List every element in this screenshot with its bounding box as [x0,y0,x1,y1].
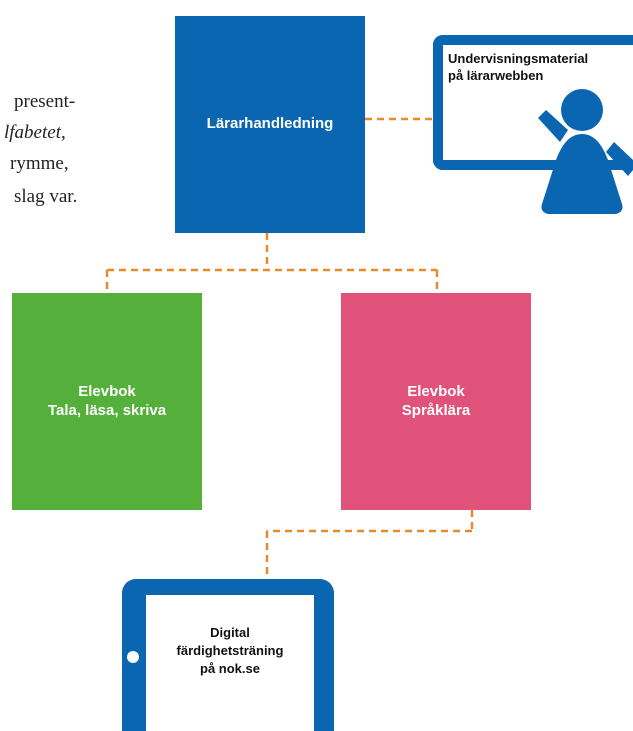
web-material-line-1: Undervisningsmaterial [448,51,589,66]
teacher-guide-box: Lärarhandledning [175,16,365,233]
teacher-body [541,134,623,214]
background-text-line-1: present- [14,91,76,112]
web-material-label: Undervisningsmaterial på lärarwebben [448,51,588,85]
tablet-home-button [127,651,139,663]
student-book-1-subtitle: Tala, läsa, skriva [47,401,167,419]
teacher-arm [538,110,568,142]
teacher-head [561,89,603,131]
student-book-2-subtitle: Språklära [401,401,471,419]
teacher-right-arm [606,142,633,176]
background-text-line-4: slag var. [14,186,78,207]
web-material-line-2: på lärarwebben [448,67,544,83]
student-book-1-title: Elevbok [78,382,136,400]
digital-training-line-1: Digital [210,625,250,640]
tablet-screen [146,595,314,731]
digital-training-line-2: färdighetsträning [176,643,284,659]
digital-training-line-3: på nok.se [200,661,260,677]
tablet-icon [122,579,334,731]
teacher-guide-label: Lärarhandledning [206,115,334,133]
student-book-speak-read-write: Elevbok Tala, läsa, skriva [12,293,202,510]
background-text-line-2: lfabetet, [4,122,66,143]
digital-training-label: Digital färdighetsträning på nok.se [146,624,314,679]
teacher-at-board-icon [538,89,633,214]
background-text-line-3: rymme, [10,153,69,174]
teacher-figure [538,89,633,214]
student-book-2-title: Elevbok [407,382,465,400]
student-book-grammar: Elevbok Språklära [341,293,531,510]
